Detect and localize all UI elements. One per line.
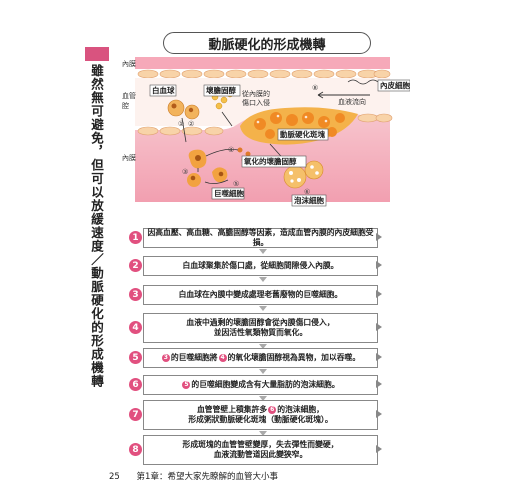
label-intima-top: 內膜: [122, 59, 136, 68]
flow-arrow-icon: [259, 396, 267, 401]
label-wound-entry-1: 從內膜的: [242, 89, 270, 98]
step-text: 因高血壓、高血糖、高膽固醇等因素，造成血管內膜的內皮細胞受損。: [147, 228, 374, 247]
macrophage-icon: [187, 149, 228, 187]
page-title-text: 動脈硬化的形成機轉: [208, 37, 326, 53]
page-footer: 25 第1章：希望大家先瞭解的血管大小事: [109, 470, 278, 482]
label-endothelium: 內皮細胞: [380, 80, 410, 90]
label-plaque: 動脈硬化斑塊: [280, 129, 325, 139]
step-box: 因高血壓、高血糖、高膽固醇等因素，造成血管內膜的內皮細胞受損。: [143, 228, 378, 248]
label-oxidized: 氧化的壞膽固醇: [243, 156, 297, 166]
marker-2: ②: [188, 120, 194, 128]
chapter-title: 第1章：希望大家先瞭解的血管大小事: [136, 472, 278, 482]
step-badge: 3: [129, 288, 142, 301]
step-badge: 2: [129, 259, 142, 272]
marker-4: ④: [228, 146, 234, 154]
endothelial-cells-top: [137, 69, 391, 79]
step-text: 血液中過剩的壞膽固醇會從內膜傷口侵入，: [186, 318, 335, 327]
step-pointer: [376, 323, 382, 331]
step-text: 白血球聚集於傷口處，從細胞間隙侵入內膜。: [182, 261, 339, 270]
foam-cells: [254, 112, 345, 139]
step-badge: 8: [129, 443, 142, 456]
step-text-line2: 形成粥狀動脈硬化斑塊（動脈硬化斑塊）。: [188, 415, 333, 424]
label-lumen-1: 血管: [122, 91, 136, 100]
inline-ref-badge: 5: [182, 381, 191, 389]
label-intima-bottom: 內膜: [122, 153, 136, 162]
step-text-line2: 並因活性氧類物質而氧化。: [213, 328, 308, 337]
step-pointer: [376, 290, 382, 298]
side-title: 雖然無可避免，但可以放緩速度／動脈硬化的形成機轉: [89, 64, 104, 388]
marker-6: ⑥: [304, 188, 310, 196]
label-macrophage: 巨噬細胞: [214, 188, 244, 198]
step-badge: 7: [129, 408, 142, 421]
step-badge: 5: [129, 351, 142, 364]
step-text-line2: 血液流動管道因此變狹窄。: [213, 450, 308, 459]
step-pointer: [376, 410, 382, 418]
step-pointer: [376, 445, 382, 453]
step-pointer: [376, 261, 382, 269]
flow-arrow-icon: [259, 306, 267, 311]
step-pointer: [376, 233, 382, 241]
flow-arrow-icon: [259, 249, 267, 254]
step-box: 白血球在內膜中變成處理老舊廢物的巨噬細胞。: [143, 285, 378, 305]
label-blood-flow: 血液流向: [338, 97, 366, 106]
step-box: 形成斑塊的血管管壁變厚，失去彈性而變硬， 血液流動管道因此變狹窄。: [143, 435, 378, 465]
marker-8: ⑧: [312, 84, 318, 92]
marker-1: ①: [178, 120, 184, 128]
step-box: 白血球聚集於傷口處，從細胞間隙侵入內膜。: [143, 256, 378, 276]
step-badge: 4: [129, 321, 142, 334]
step-badge: 1: [129, 231, 142, 244]
white-blood-cell-icon: [167, 99, 200, 120]
step-pointer: [376, 380, 382, 388]
inline-ref-badge: 4: [218, 354, 227, 362]
label-cholesterol: 壞膽固醇: [206, 85, 236, 95]
side-tab: [85, 47, 109, 61]
inline-ref-badge: 6: [268, 406, 277, 414]
label-foam-cell: 泡沫細胞: [294, 195, 324, 205]
step-box: 血液中過剩的壞膽固醇會從內膜傷口侵入， 並因活性氧類物質而氧化。: [143, 313, 378, 343]
intima-top-band: [135, 57, 390, 69]
foam-cell-icon: [283, 160, 324, 189]
page-number: 25: [109, 472, 120, 482]
step-text: 白血球在內膜中變成處理老舊廢物的巨噬細胞。: [178, 290, 343, 299]
step-pointer: [376, 353, 382, 361]
flow-arrow-icon: [259, 344, 267, 349]
step-text: 形成斑塊的血管管壁變厚，失去彈性而變硬，: [182, 440, 339, 449]
marker-5: ⑤: [233, 180, 239, 188]
page-title: 動脈硬化的形成機轉: [163, 32, 371, 54]
diagram: 內膜 血管 腔 內膜 白血球 壞膽固醇 從內膜的 傷口入侵 內皮細胞 血液流向 …: [122, 57, 410, 207]
label-white-cell: 白血球: [152, 85, 175, 95]
step-badge: 6: [129, 378, 142, 391]
flow-arrow-icon: [259, 431, 267, 436]
flow-arrow-icon: [259, 277, 267, 282]
flow-arrow-icon: [259, 369, 267, 374]
label-wound-entry-2: 傷口入侵: [242, 98, 270, 107]
endothelial-cells-bottom: [137, 113, 393, 136]
inline-ref-badge: 3: [161, 354, 170, 362]
marker-3: ③: [182, 168, 188, 176]
endothelium-pointer: [347, 79, 379, 85]
label-lumen-2: 腔: [122, 101, 129, 110]
